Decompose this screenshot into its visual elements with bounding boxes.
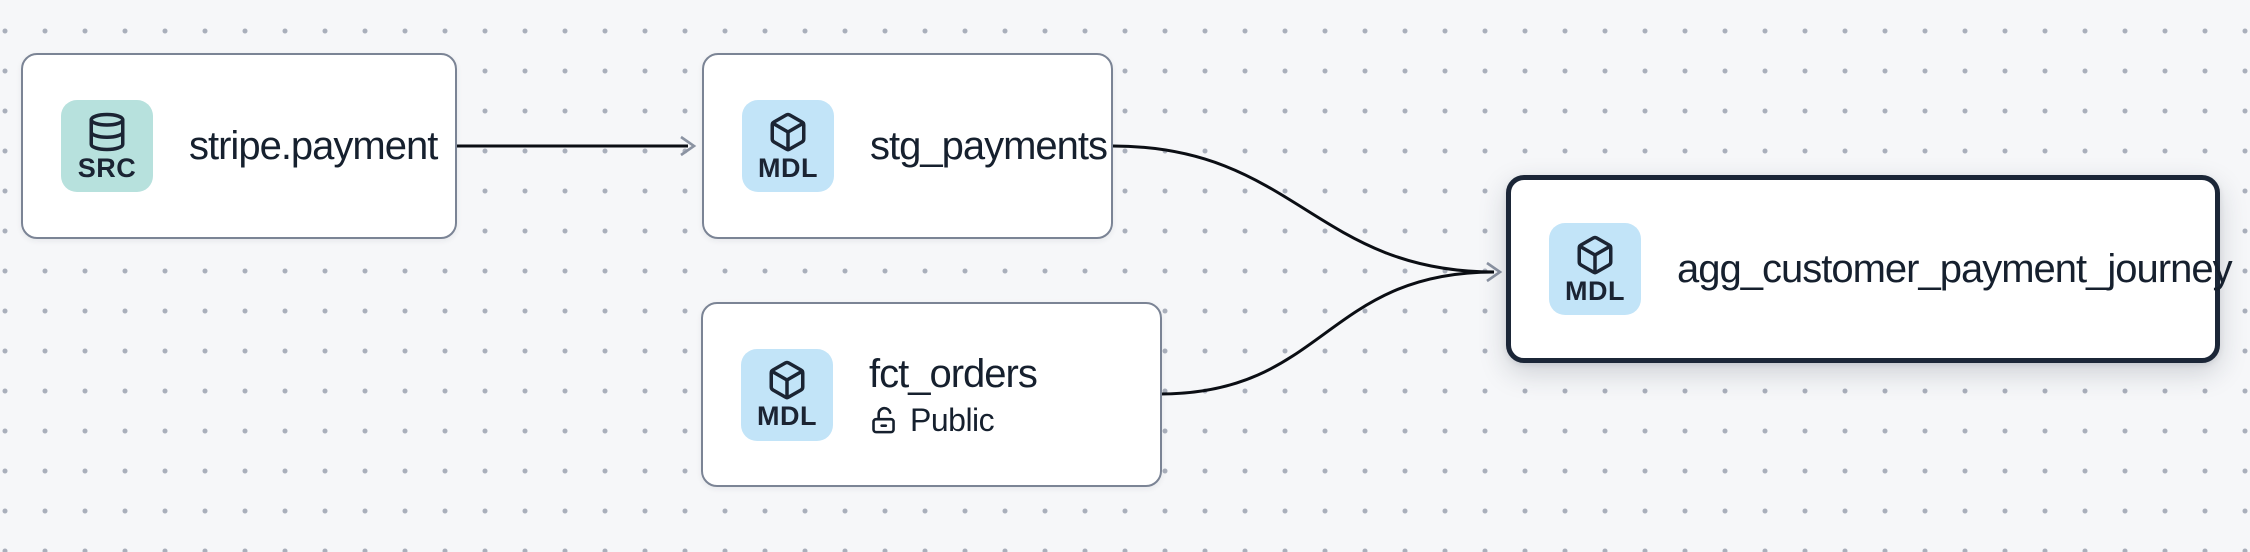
database-icon — [89, 112, 125, 151]
cube-icon — [770, 112, 806, 151]
node-stripe-payment[interactable]: SRC stripe.payment — [21, 53, 457, 239]
arrowhead-icon — [1486, 261, 1503, 283]
access-label: Public — [910, 401, 995, 438]
badge-label: MDL — [758, 152, 818, 183]
node-agg-customer-payment-journey[interactable]: MDL agg_customer_payment_journey — [1506, 175, 2233, 363]
node-label: agg_customer_payment_journey — [1677, 247, 2233, 291]
source-badge: SRC — [61, 100, 153, 192]
model-badge: MDL — [741, 348, 833, 441]
node-label: stripe.payment — [189, 124, 438, 168]
model-badge: MDL — [1549, 223, 1641, 315]
node-label: fct_orders — [869, 351, 1038, 396]
model-badge: MDL — [742, 100, 834, 192]
node-text-column: fct_orders Public — [869, 351, 1038, 438]
badge-label: MDL — [757, 401, 817, 431]
cube-icon — [769, 360, 805, 400]
badge-label: SRC — [77, 152, 137, 183]
edge-stg-to-agg — [1112, 144, 1495, 274]
arrowhead-icon — [680, 135, 697, 157]
badge-label: MDL — [1565, 275, 1625, 306]
node-fct-orders[interactable]: MDL fct_orders Public — [701, 302, 1162, 487]
edge-fct-to-agg — [1159, 270, 1495, 396]
unlock-icon — [872, 406, 895, 434]
cube-icon — [1577, 235, 1613, 274]
node-stg-payments[interactable]: MDL stg_payments — [702, 53, 1113, 239]
node-label: stg_payments — [870, 124, 1108, 168]
access-meta: Public — [869, 401, 1037, 438]
